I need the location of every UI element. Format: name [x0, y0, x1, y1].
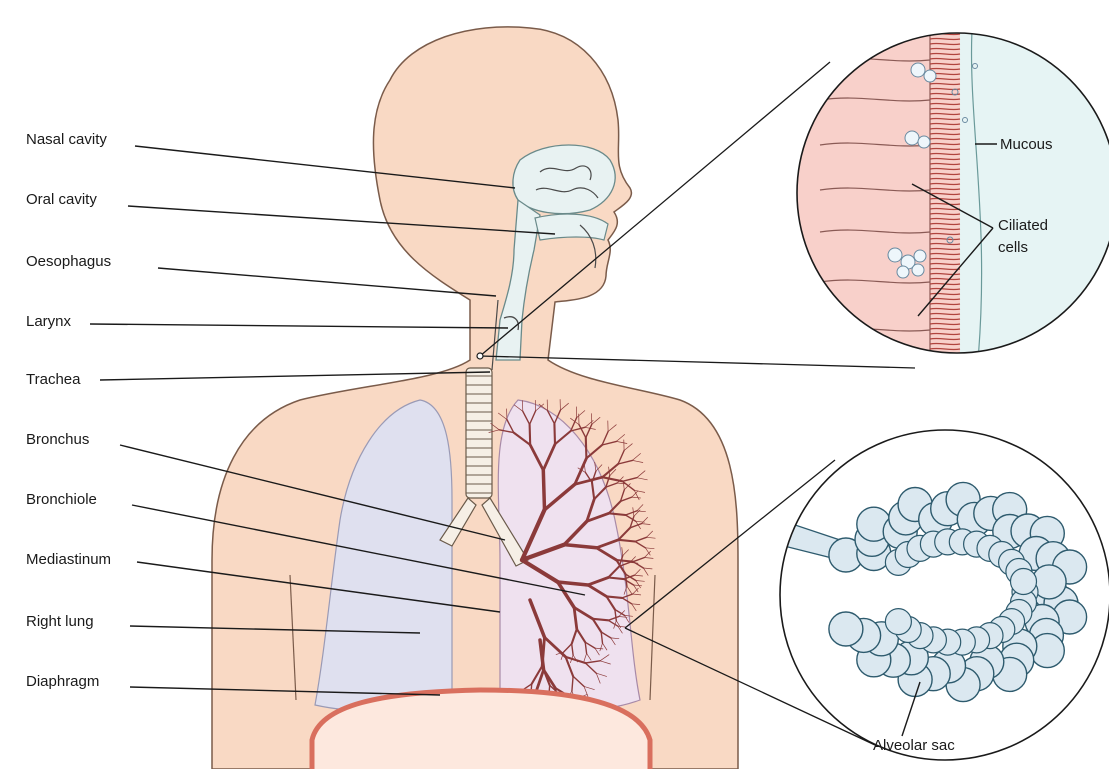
- alveolus: [885, 609, 911, 635]
- diaphragm-band: [312, 690, 650, 769]
- label-nasal-cavity: Nasal cavity: [26, 131, 107, 148]
- label-bronchus: Bronchus: [26, 431, 89, 448]
- bronchiole-branch: [586, 438, 587, 459]
- bronchiole-branch: [554, 424, 555, 445]
- label-right-lung: Right lung: [26, 613, 94, 630]
- zoom-source-dot: [477, 353, 483, 359]
- alveolus: [829, 612, 863, 646]
- label-oesophagus: Oesophagus: [26, 253, 111, 270]
- nasal-cavity-shape: [513, 145, 615, 214]
- bronchiole-branch: [593, 619, 609, 621]
- label-alveolar-sac: Alveolar sac: [873, 737, 955, 754]
- label-trachea: Trachea: [26, 371, 81, 388]
- alveolus: [1011, 569, 1037, 595]
- oral-cavity-shape: [535, 214, 608, 240]
- diaphragm: [312, 690, 650, 769]
- label-bronchiole: Bronchiole: [26, 491, 97, 508]
- label-mucous: Mucous: [1000, 136, 1053, 153]
- bronchiole-branch: [543, 470, 544, 510]
- bronchiole-branch: [530, 424, 531, 445]
- label-oral-cavity: Oral cavity: [26, 191, 97, 208]
- label-diaphragm: Diaphragm: [26, 673, 99, 690]
- mucus-layer: [960, 20, 1109, 380]
- bronchiole-branch: [607, 596, 623, 598]
- label-ciliated-line1: Ciliated: [998, 217, 1048, 234]
- leader-larynx: [90, 324, 508, 328]
- trachea-tube: [466, 368, 492, 498]
- label-ciliated-line2: cells: [998, 239, 1028, 256]
- label-larynx: Larynx: [26, 313, 72, 330]
- label-mediastinum: Mediastinum: [26, 551, 111, 568]
